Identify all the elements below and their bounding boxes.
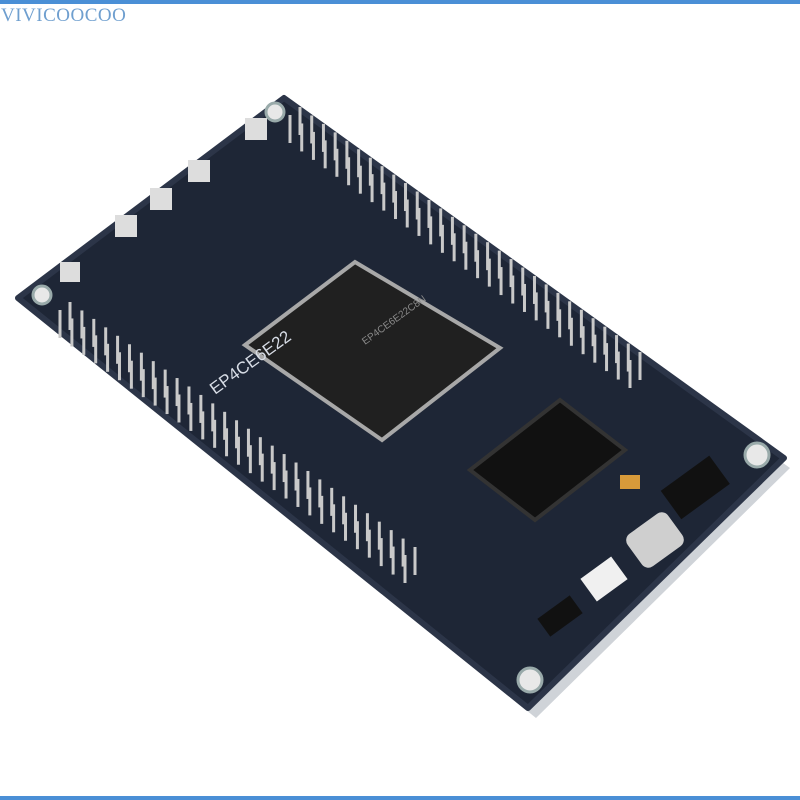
watermark: VIVICOOCOO — [1, 5, 127, 26]
pin-header-bottom — [58, 302, 417, 583]
mounting-hole — [264, 101, 286, 123]
ic-component — [537, 595, 583, 637]
pin-header-top — [288, 107, 642, 388]
bottom-border-line — [0, 796, 800, 800]
power-switch — [580, 556, 628, 602]
mounting-hole — [31, 284, 53, 306]
mounting-hole — [516, 666, 544, 694]
jtag-connector — [466, 397, 629, 523]
mounting-hole — [743, 441, 771, 469]
top-border-line — [0, 0, 800, 4]
push-buttons — [60, 118, 267, 282]
usb-c-port — [626, 512, 684, 568]
ic-component — [660, 455, 730, 520]
fpga-chip — [241, 259, 504, 443]
tantalum-capacitor — [620, 475, 640, 489]
